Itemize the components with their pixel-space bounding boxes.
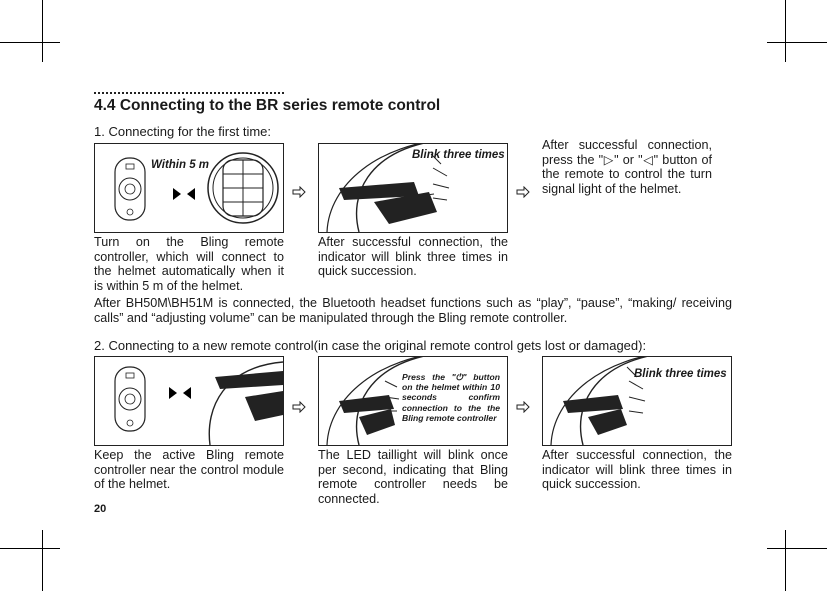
caption-led-taillight: The LED taillight will blink once per se… xyxy=(318,448,508,506)
caption-turn-on-remote: Turn on the Bling remote controller, whi… xyxy=(94,235,284,293)
caption-turn-signal: After successful connection, press the "… xyxy=(542,138,712,196)
crop-mark xyxy=(42,530,43,591)
figure-helmet-blink-2: Blink three times xyxy=(542,356,732,446)
press-button-note: Press the "⏻" button on the helmet withi… xyxy=(402,372,500,423)
crop-mark xyxy=(0,548,60,549)
crop-mark xyxy=(785,530,786,591)
crop-mark xyxy=(0,42,60,43)
within-5m-label: Within 5 m xyxy=(151,159,209,171)
caption-blink-2: After successful connection, the indicat… xyxy=(542,448,732,492)
crop-mark xyxy=(767,42,827,43)
page-number: 20 xyxy=(94,503,106,515)
section-title: 4.4 Connecting to the BR series remote c… xyxy=(94,97,440,115)
arrow-right-icon xyxy=(292,401,306,413)
remote-helmet-illustration xyxy=(95,144,283,232)
bluetooth-paragraph: After BH50M\BH51M is connected, the Blue… xyxy=(94,296,732,326)
crop-mark xyxy=(785,0,786,62)
new-remote-heading: 2. Connecting to a new remote control(in… xyxy=(94,338,646,353)
caption-keep-remote-near: Keep the active Bling remote controller … xyxy=(94,448,284,492)
remote-near-helmet-illustration xyxy=(95,357,283,445)
first-time-heading: 1. Connecting for the first time: xyxy=(94,124,271,139)
figure-helmet-blink: Blink three times xyxy=(318,143,508,233)
arrow-right-icon xyxy=(516,401,530,413)
blink-label-2: Blink three times xyxy=(634,368,727,380)
crop-mark xyxy=(42,0,43,62)
arrow-right-icon xyxy=(516,186,530,198)
blink-label: Blink three times xyxy=(412,149,505,161)
figure-remote-and-helmet: Within 5 m xyxy=(94,143,284,233)
caption-blink: After successful connection, the indicat… xyxy=(318,235,508,279)
arrow-right-icon xyxy=(292,186,306,198)
figure-remote-near-helmet xyxy=(94,356,284,446)
dotted-rule xyxy=(94,92,284,94)
crop-mark xyxy=(767,548,827,549)
